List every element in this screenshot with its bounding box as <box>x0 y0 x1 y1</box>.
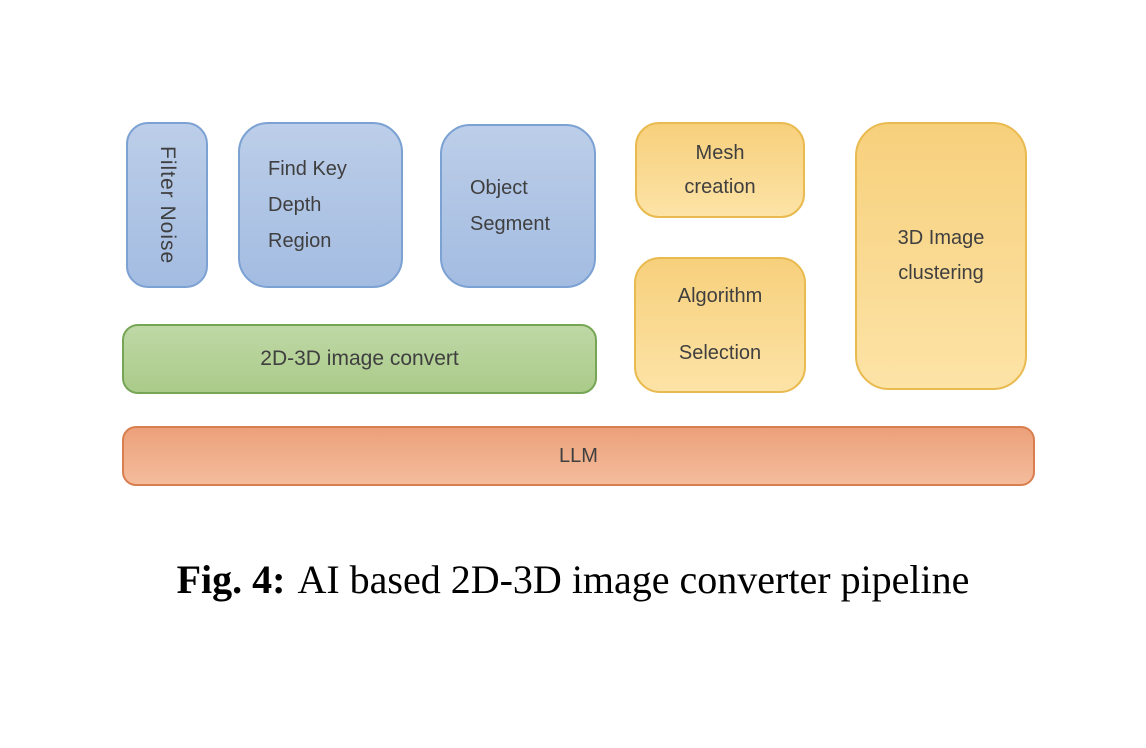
box-label-mesh-creation: Mesh creation <box>684 142 756 198</box>
figure-caption-text: AI based 2D-3D image converter pipeline <box>297 557 970 602</box>
box-label-2d-3d-image-convert: 2D-3D image convert <box>260 347 459 370</box>
box-label-algorithm-selection: Algorithm Selection <box>677 285 763 365</box>
box-label-find-key-depth-region: Find Key Depth Region <box>268 158 347 252</box>
box-3d-image-clustering: 3D Image clustering <box>855 122 1027 390</box>
box-algorithm-selection: Algorithm Selection <box>634 257 806 393</box>
box-llm: LLM <box>122 426 1035 486</box>
box-filter-noise: Filter Noise <box>126 122 208 288</box>
box-mesh-creation: Mesh creation <box>635 122 805 218</box>
box-object-segment: Object Segment <box>440 124 596 288</box>
box-label-filter-noise: Filter Noise <box>156 145 179 265</box>
box-label-object-segment: Object Segment <box>470 177 551 235</box>
box-label-llm: LLM <box>559 444 598 467</box>
figure-caption: Fig. 4:AI based 2D-3D image converter pi… <box>0 556 1146 603</box>
figure-caption-number: Fig. 4: <box>176 557 286 602</box>
box-2d-3d-image-convert: 2D-3D image convert <box>122 324 597 394</box>
box-find-key-depth-region: Find Key Depth Region <box>238 122 403 288</box>
box-label-3d-image-clustering: 3D Image clustering <box>897 227 985 284</box>
